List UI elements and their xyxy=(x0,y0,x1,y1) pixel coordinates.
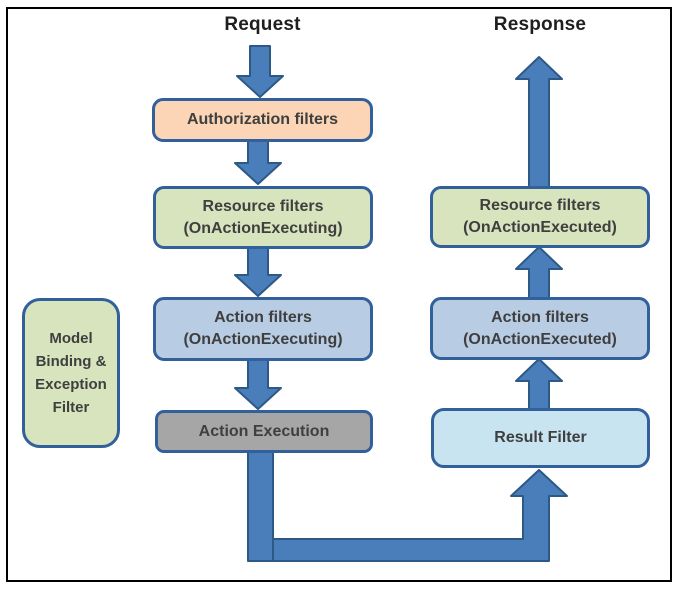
box-label-line2: (OnActionExecuted) xyxy=(463,219,617,236)
box-label: Result Filter xyxy=(494,429,587,446)
action-to-execution-arrow xyxy=(234,359,282,410)
resource-to-action-arrow xyxy=(234,247,282,297)
bottom-connector-bar xyxy=(247,447,274,562)
box-label-line4: Filter xyxy=(52,399,90,416)
request-down-arrow xyxy=(236,45,284,98)
box-label-line1: Action filters xyxy=(491,308,589,326)
response-label: Response xyxy=(493,14,587,35)
box-label-line2: Binding & xyxy=(35,353,107,370)
box-label-line3: Exception xyxy=(35,376,107,393)
box-label-line1: Action filters xyxy=(214,309,312,326)
action-to-resource-up-arrow xyxy=(515,246,563,299)
box-label-line2: (OnActionExecuting) xyxy=(183,219,343,237)
auth-to-resource-arrow xyxy=(234,139,282,185)
action-filters-executing-box: Action filters (OnActionExecuting) xyxy=(153,297,373,361)
result-filter-box: Result Filter xyxy=(431,408,650,468)
resource-filters-executed-box: Resource filters (OnActionExecuted) xyxy=(430,186,650,248)
box-label-line1: Resource filters xyxy=(202,197,324,215)
box-label: Authorization filters xyxy=(186,111,339,128)
box-label-line2: (OnActionExecuted) xyxy=(463,330,617,348)
authorization-filters-box: Authorization filters xyxy=(152,98,373,142)
action-filters-executed-box: Action filters (OnActionExecuted) xyxy=(430,297,650,360)
response-up-arrow xyxy=(515,56,563,188)
arrow-group xyxy=(234,45,568,562)
result-to-action-up-arrow xyxy=(515,358,563,410)
bottom-connector-arrow xyxy=(248,469,568,562)
action-execution-box: Action Execution xyxy=(155,410,373,453)
box-label-line1: Model xyxy=(49,330,93,347)
box-label-line1: Resource filters xyxy=(479,197,601,214)
box-label: Action Execution xyxy=(198,422,330,440)
resource-filters-executing-box: Resource filters (OnActionExecuting) xyxy=(153,186,373,249)
box-label-line2: (OnActionExecuting) xyxy=(183,331,343,348)
model-binding-exception-filter-box: Model Binding & Exception Filter xyxy=(22,298,120,448)
request-label: Request xyxy=(224,14,301,35)
